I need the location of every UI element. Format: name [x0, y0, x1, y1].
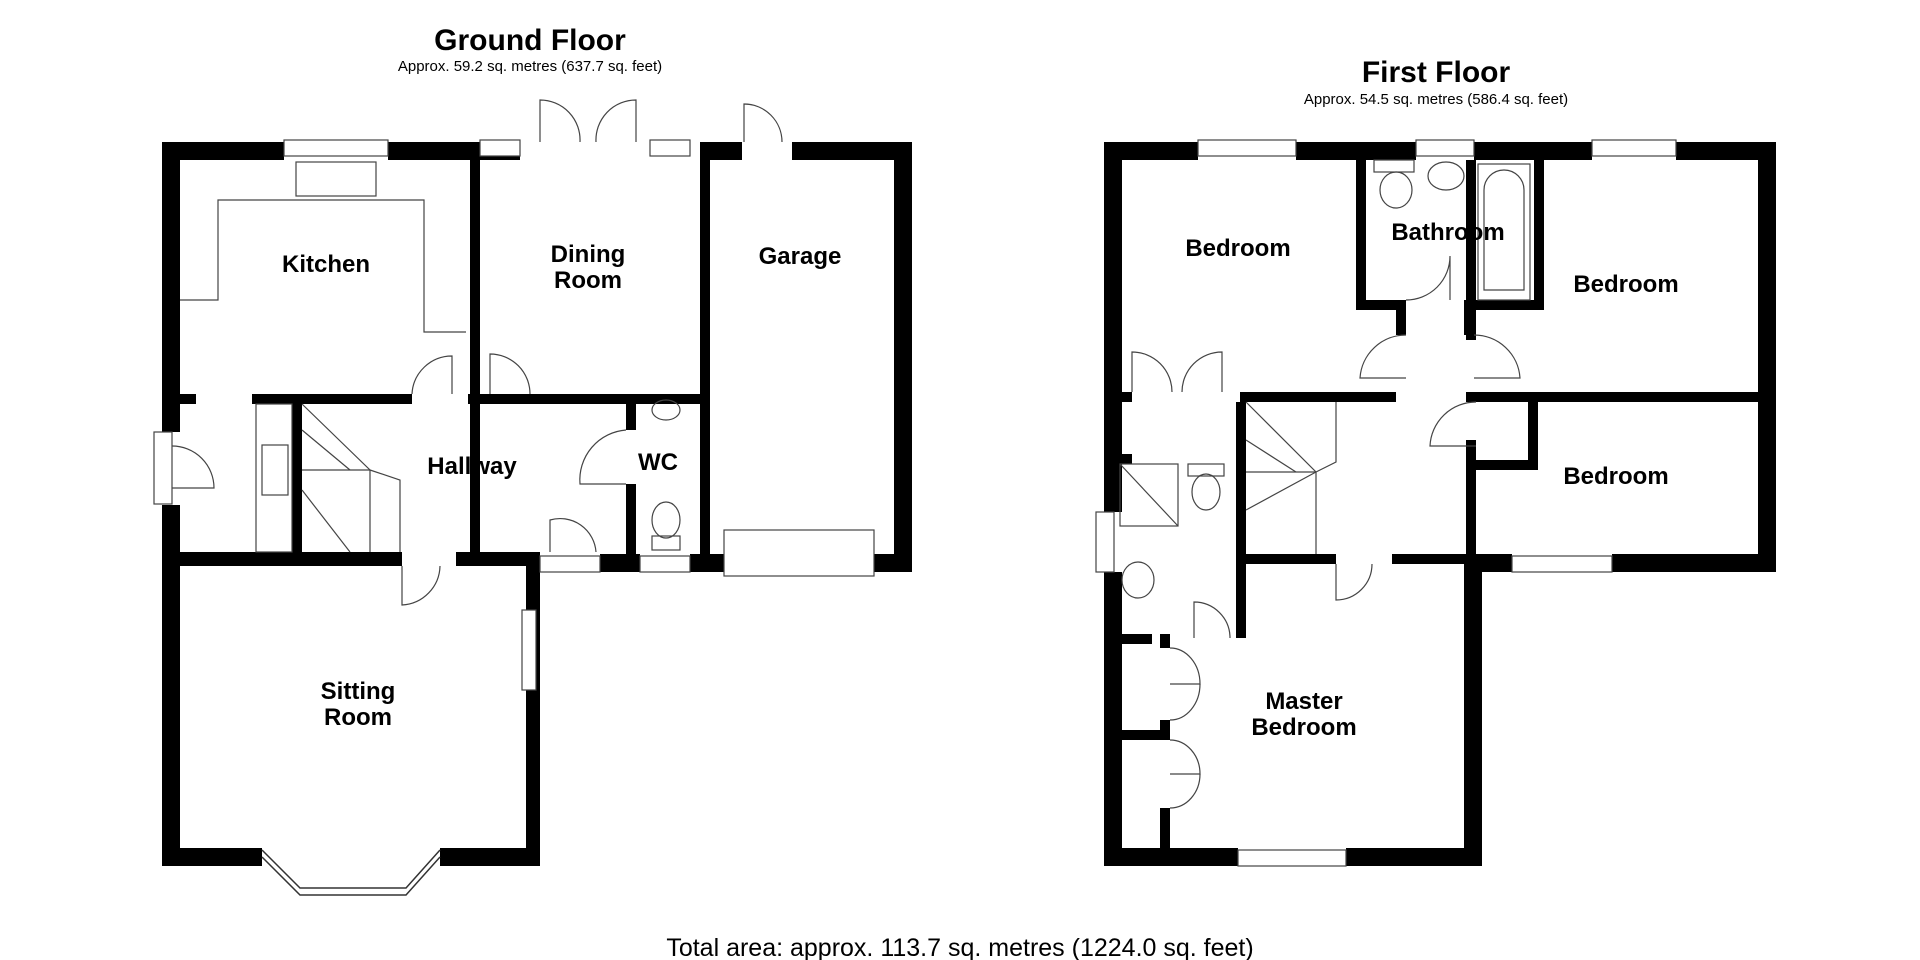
ground-floor-windows: [153, 139, 875, 691]
sitting-room-label-line1: Sitting: [321, 678, 396, 705]
bathroom-label: Bathroom: [1391, 219, 1504, 246]
first-floor: First Floor Approx. 54.5 sq. metres (586…: [1095, 56, 1776, 867]
kitchen-label: Kitchen: [282, 251, 370, 278]
sitting-room-label-line2: Room: [324, 704, 392, 731]
first-floor-walls: [1104, 142, 1776, 866]
ground-floor: Ground Floor Approx. 59.2 sq. metres (63…: [153, 24, 912, 896]
ground-floor-doors: [171, 99, 783, 606]
ground-floor-title: Ground Floor: [434, 24, 626, 57]
ground-floor-area: Approx. 59.2 sq. metres (637.7 sq. feet): [398, 58, 662, 75]
garage-label: Garage: [759, 243, 842, 270]
first-floor-doors: [1131, 255, 1521, 809]
sitting-room-bay-window: [261, 849, 441, 896]
dining-room-label-line2: Room: [554, 267, 622, 294]
hallway-label: Hallway: [427, 453, 517, 480]
first-floor-windows: [1095, 139, 1677, 867]
master-bedroom-label-line1: Master: [1265, 688, 1342, 715]
wc-label: WC: [638, 449, 678, 476]
dining-room-label-line1: Dining: [551, 241, 626, 268]
bedroom-left-label: Bedroom: [1185, 235, 1290, 262]
ground-floor-fixtures: [180, 161, 681, 553]
master-bedroom-label-line2: Bedroom: [1251, 714, 1356, 741]
first-floor-title: First Floor: [1362, 56, 1511, 89]
bedroom-right-label: Bedroom: [1573, 271, 1678, 298]
total-area: Total area: approx. 113.7 sq. metres (12…: [666, 934, 1253, 960]
bedroom-small-label: Bedroom: [1563, 463, 1668, 490]
first-floor-area: Approx. 54.5 sq. metres (586.4 sq. feet): [1304, 91, 1568, 108]
first-floor-fixtures: [1119, 159, 1531, 599]
